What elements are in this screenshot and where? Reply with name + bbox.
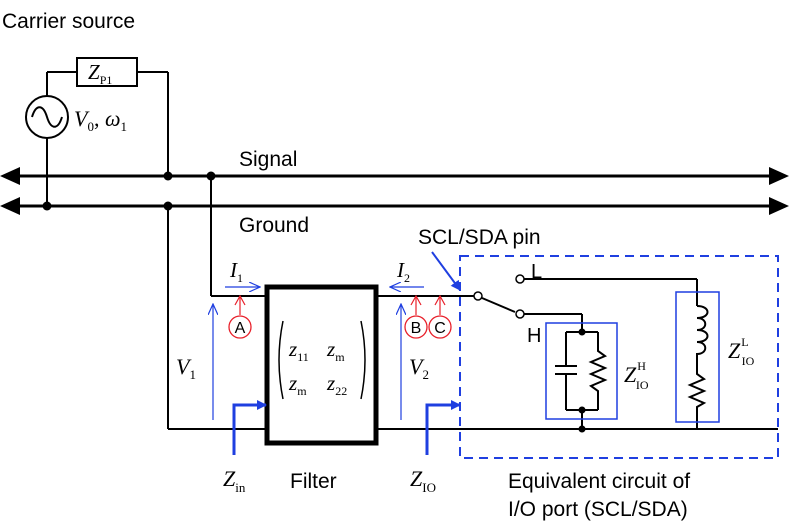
signal-line-left-arrow-icon xyxy=(0,167,20,185)
v2-label: V2 xyxy=(409,354,429,382)
marker-c: C xyxy=(428,294,452,339)
zp1-impedance-box xyxy=(76,57,138,87)
matrix-right-bracket xyxy=(360,320,366,400)
ac-source-icon xyxy=(25,95,69,139)
inductor-icon xyxy=(696,305,709,365)
carrier-source-label: Carrier source xyxy=(2,10,135,33)
capacitor-icon xyxy=(555,331,598,411)
switch xyxy=(473,274,525,319)
switch-l-label: L xyxy=(531,261,542,283)
ground-label: Ground xyxy=(239,214,309,237)
v1-label: V1 xyxy=(176,354,196,382)
pin-pointer-arrow-icon xyxy=(431,251,461,291)
zin-label: Zin xyxy=(223,466,246,495)
high-state-impedance-box xyxy=(545,322,618,420)
signal-line-right-arrow-icon xyxy=(769,167,789,185)
switch-h-label: H xyxy=(527,325,541,347)
filter-wiring xyxy=(167,176,778,430)
matrix-zm-top: zm xyxy=(326,337,345,364)
zin-arrow-icon xyxy=(232,400,267,455)
i2-label: I2 xyxy=(396,258,410,285)
marker-c-label: C xyxy=(434,320,446,337)
equivalent-wiring xyxy=(524,278,698,429)
resistor-l-icon xyxy=(687,365,707,412)
scl-sda-pin-label: SCL/SDA pin xyxy=(418,226,541,249)
equivalent-circuit-caption-line1: Equivalent circuit of xyxy=(508,470,690,493)
zp1-label: ZP1 xyxy=(88,60,112,87)
i1-label: I1 xyxy=(229,258,243,285)
filter-label: Filter xyxy=(290,470,337,493)
zio-label: ZIO xyxy=(410,466,436,495)
matrix-left-bracket xyxy=(278,320,284,400)
marker-a-label: A xyxy=(235,320,246,337)
low-state-impedance-box xyxy=(675,291,720,423)
marker-a: A xyxy=(228,294,252,339)
zio-arrow-icon xyxy=(425,400,461,455)
resistor-h-icon xyxy=(588,332,608,410)
v0-omega1-label: V0, ω1 xyxy=(74,106,127,134)
equivalent-circuit-box xyxy=(459,255,779,459)
carrier-source-wiring xyxy=(46,71,169,206)
matrix-zm-bottom: zm xyxy=(288,371,307,398)
ground-line-right-arrow-icon xyxy=(769,197,789,215)
signal-label: Signal xyxy=(239,148,297,171)
matrix-z22: z22 xyxy=(326,371,347,398)
ground-line-left-arrow-icon xyxy=(0,197,20,215)
filter-box xyxy=(264,284,379,446)
marker-b-label: B xyxy=(411,320,422,337)
h-branch-dots xyxy=(578,328,586,433)
equivalent-circuit-caption-line2: I/O port (SCL/SDA) xyxy=(508,498,688,521)
marker-b: B xyxy=(404,294,428,339)
matrix-z11: z11 xyxy=(288,337,309,364)
